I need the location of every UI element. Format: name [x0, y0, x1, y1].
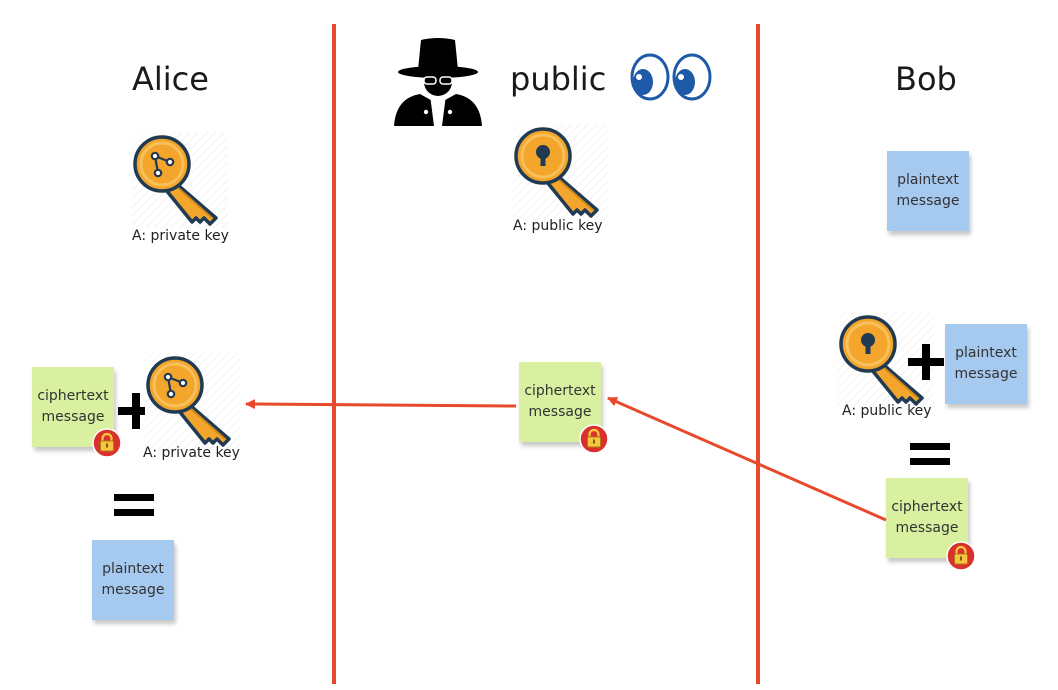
- divider-right: [756, 24, 760, 684]
- note-line: message: [528, 404, 592, 420]
- public-public-key-caption: A: public key: [513, 218, 603, 234]
- alice-plaintext-note: plaintext message: [92, 540, 174, 620]
- note-line: plaintext: [897, 172, 959, 188]
- spy-icon: [390, 34, 486, 126]
- lock-icon: [579, 424, 609, 454]
- alice-private-key: [132, 132, 228, 228]
- bob-plus-sign: [906, 342, 946, 382]
- lock-icon: [946, 541, 976, 571]
- note-line: message: [41, 409, 105, 425]
- bob-title: Bob: [895, 60, 957, 98]
- note-line: ciphertext: [524, 383, 596, 399]
- note-line: message: [896, 193, 960, 209]
- note-line: message: [101, 582, 165, 598]
- bob-public-key-caption: A: public key: [842, 403, 932, 419]
- note-line: message: [954, 366, 1018, 382]
- alice-plus-sign: [116, 391, 156, 431]
- public-public-key: [513, 124, 609, 220]
- arrow-public-to-alice: [245, 399, 517, 410]
- bob-plaintext-note: plaintext message: [887, 151, 969, 231]
- lock-icon: [92, 428, 122, 458]
- divider-left: [332, 24, 336, 684]
- bob-encrypt-plaintext-note: plaintext message: [945, 324, 1027, 404]
- note-line: ciphertext: [37, 388, 109, 404]
- alice-equals-sign: [114, 491, 154, 519]
- note-line: plaintext: [955, 345, 1017, 361]
- note-line: message: [895, 520, 959, 536]
- alice-decrypt-key-caption: A: private key: [143, 445, 240, 461]
- alice-private-key-caption: A: private key: [132, 228, 229, 244]
- alice-decrypt-private-key: [145, 353, 241, 449]
- alice-title: Alice: [132, 60, 209, 98]
- public-title: public: [510, 60, 607, 98]
- bob-equals-sign: [910, 440, 950, 468]
- private-key-icon: [132, 132, 228, 228]
- eyes-icon: [622, 52, 722, 102]
- public-key-icon: [838, 312, 934, 408]
- note-line: ciphertext: [891, 499, 963, 515]
- public-key-icon: [513, 124, 609, 220]
- note-line: plaintext: [102, 561, 164, 577]
- private-key-icon: [145, 353, 241, 449]
